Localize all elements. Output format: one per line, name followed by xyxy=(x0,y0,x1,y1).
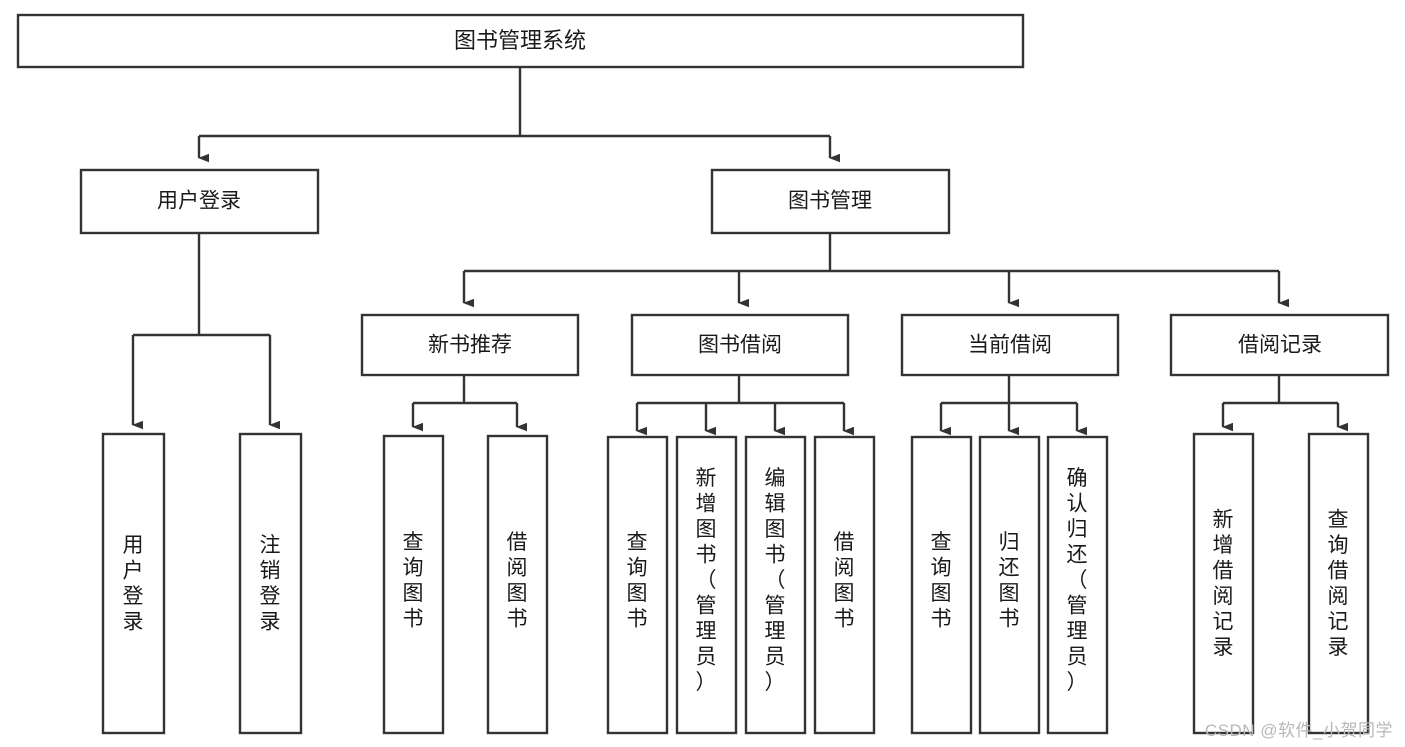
node-leaf-user-logout[interactable]: 注销登录 xyxy=(238,432,303,735)
node-new-book-recommend-box xyxy=(360,313,580,377)
node-leaf-user-logout-box xyxy=(238,432,303,735)
node-leaf-add-book[interactable]: 新增图书（管理员） xyxy=(675,435,738,735)
node-leaf-borrow-book-1[interactable]: 借阅图书 xyxy=(486,434,549,735)
node-leaf-borrow-book-2[interactable]: 借阅图书 xyxy=(813,435,876,735)
node-new-book-recommend[interactable]: 新书推荐 xyxy=(360,313,580,377)
node-book-borrow[interactable]: 图书借阅 xyxy=(630,313,850,377)
node-leaf-add-record-box xyxy=(1192,432,1255,735)
node-leaf-query-book-1-box xyxy=(382,434,445,735)
node-leaf-query-book-3-label: 查询图书 xyxy=(931,531,952,631)
node-leaf-user-login-box xyxy=(101,432,166,735)
node-root-label: 图书管理系统 xyxy=(454,28,586,53)
node-leaf-user-login-label: 用户登录 xyxy=(123,534,144,634)
node-leaf-query-book-1-label: 查询图书 xyxy=(403,531,424,631)
node-leaf-confirm-return-label: 确认归还（管理员） xyxy=(1067,467,1088,694)
node-leaf-borrow-book-1-label: 借阅图书 xyxy=(507,531,528,631)
node-user-login[interactable]: 用户登录 xyxy=(79,168,320,235)
node-leaf-confirm-return[interactable]: 确认归还（管理员） xyxy=(1046,435,1109,735)
node-borrow-record-box xyxy=(1169,313,1390,377)
node-leaf-return-book[interactable]: 归还图书 xyxy=(978,435,1041,735)
node-leaf-borrow-book-2-box xyxy=(813,435,876,735)
connectors xyxy=(131,67,1348,436)
node-leaf-query-record-box xyxy=(1307,432,1370,735)
node-leaf-edit-book-box xyxy=(744,435,807,735)
node-borrow-record-label: 借阅记录 xyxy=(1238,334,1322,357)
node-user-login-box xyxy=(79,168,320,235)
node-leaf-add-book-box xyxy=(675,435,738,735)
node-leaf-return-book-label: 归还图书 xyxy=(999,531,1020,631)
node-leaf-return-book-box xyxy=(978,435,1041,735)
node-leaf-query-book-2-label: 查询图书 xyxy=(627,531,648,631)
node-leaf-query-book-1[interactable]: 查询图书 xyxy=(382,434,445,735)
node-book-management-label: 图书管理 xyxy=(788,190,872,213)
node-current-borrow-label: 当前借阅 xyxy=(968,334,1052,357)
node-leaf-user-login[interactable]: 用户登录 xyxy=(101,432,166,735)
node-leaf-edit-book[interactable]: 编辑图书（管理员） xyxy=(744,435,807,735)
node-leaf-query-book-3[interactable]: 查询图书 xyxy=(910,435,973,735)
node-current-borrow[interactable]: 当前借阅 xyxy=(900,313,1120,377)
node-leaf-query-book-2[interactable]: 查询图书 xyxy=(606,435,669,735)
node-book-management[interactable]: 图书管理 xyxy=(710,168,951,235)
node-root-box xyxy=(16,13,1025,69)
node-book-borrow-label: 图书借阅 xyxy=(698,334,782,357)
node-book-management-box xyxy=(710,168,951,235)
node-leaf-query-record[interactable]: 查询借阅记录 xyxy=(1307,432,1370,735)
node-leaf-borrow-book-2-label: 借阅图书 xyxy=(834,531,855,631)
node-current-borrow-box xyxy=(900,313,1120,377)
node-leaf-edit-book-label: 编辑图书（管理员） xyxy=(765,467,786,694)
node-root[interactable]: 图书管理系统 xyxy=(16,13,1025,69)
node-leaf-add-record[interactable]: 新增借阅记录 xyxy=(1192,432,1255,735)
node-user-login-label: 用户登录 xyxy=(157,190,241,213)
node-leaf-user-logout-label: 注销登录 xyxy=(260,534,281,634)
node-book-borrow-box xyxy=(630,313,850,377)
node-leaf-query-book-3-box xyxy=(910,435,973,735)
node-leaf-query-record-label: 查询借阅记录 xyxy=(1328,508,1349,659)
node-leaf-add-book-label: 新增图书（管理员） xyxy=(696,467,717,694)
node-leaf-add-record-label: 新增借阅记录 xyxy=(1213,508,1234,659)
node-leaf-confirm-return-box xyxy=(1046,435,1109,735)
node-leaf-borrow-book-1-box xyxy=(486,434,549,735)
node-borrow-record[interactable]: 借阅记录 xyxy=(1169,313,1390,377)
node-new-book-recommend-label: 新书推荐 xyxy=(428,334,512,357)
node-leaf-query-book-2-box xyxy=(606,435,669,735)
